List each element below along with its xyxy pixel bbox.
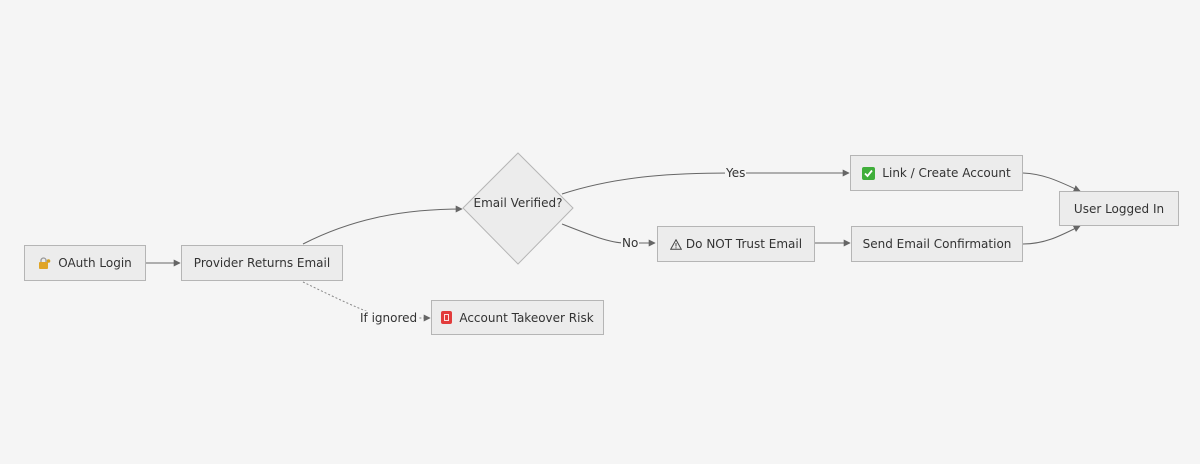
node-label: OAuth Login	[58, 256, 132, 270]
node-label: Send Email Confirmation	[862, 237, 1012, 251]
warning-icon	[669, 238, 682, 250]
node-label: Provider Returns Email	[193, 256, 331, 270]
edge-decision-distrust	[561, 223, 656, 247]
edge-decision-link	[561, 169, 850, 195]
lock-with-key-icon	[38, 256, 51, 270]
node-link-create-account[interactable]: Link / Create Account	[850, 155, 1023, 191]
node-label: Link / Create Account	[882, 166, 1011, 180]
edge-label-no: No	[621, 236, 640, 250]
node-user-logged-in[interactable]: User Logged In	[1059, 191, 1179, 226]
decision-label: Email Verified?	[473, 196, 563, 210]
edge-link-loggedin	[1022, 172, 1081, 192]
alarm-icon	[441, 311, 453, 324]
node-oauth-login[interactable]: OAuth Login	[24, 245, 146, 281]
node-label: Account Takeover Risk	[459, 310, 594, 325]
check-mark-icon	[862, 166, 876, 180]
edge-provider-decision	[302, 205, 463, 245]
decision-diamond[interactable]	[462, 152, 574, 265]
node-provider-returns-email[interactable]: Provider Returns Email	[181, 245, 343, 281]
edge-label-yes: Yes	[725, 166, 747, 180]
node-label: Do NOT Trust Email	[685, 237, 803, 251]
node-send-email-confirmation[interactable]: Send Email Confirmation	[851, 226, 1023, 262]
node-do-not-trust-email[interactable]: Do NOT Trust Email	[657, 226, 815, 262]
node-account-takeover-risk[interactable]: Account Takeover Risk	[431, 300, 604, 335]
edge-label-if-ignored: If ignored	[359, 311, 419, 325]
edge-confirm-loggedin	[1022, 225, 1081, 245]
node-label: User Logged In	[1073, 201, 1165, 216]
